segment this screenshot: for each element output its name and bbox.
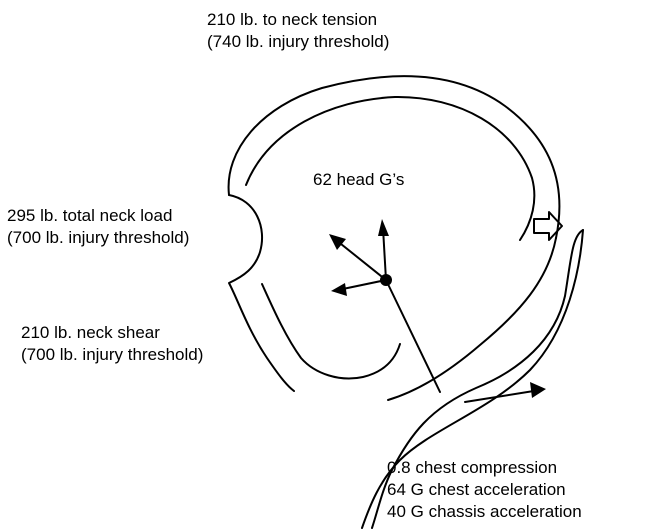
neck-tension-label: 210 lb. to neck tension (740 lb. injury … — [207, 9, 389, 53]
resultant-arrowhead — [329, 234, 346, 250]
helmet-chin-contour — [262, 284, 400, 378]
neck-shear-value: 210 lb. neck shear — [21, 322, 203, 344]
vertical-arrowhead — [378, 219, 389, 236]
chassis-arrowhead — [530, 382, 546, 398]
helmet-outer-outline — [229, 76, 560, 238]
head-gs-label: 62 head G’s — [313, 169, 404, 191]
neck-tension-value: 210 lb. to neck tension — [207, 9, 389, 31]
chassis-acceleration-value: 40 G chassis acceleration — [387, 501, 582, 523]
total-neck-load-label: 295 lb. total neck load (700 lb. injury … — [7, 205, 189, 249]
chest-data-label: 0.8 chest compression 64 G chest acceler… — [387, 457, 582, 523]
neck-shear-threshold: (700 lb. injury threshold) — [21, 344, 203, 366]
neck-joint-dot — [380, 274, 392, 286]
neck-tension-threshold: (740 lb. injury threshold) — [207, 31, 389, 53]
helmet-rear-edge — [388, 238, 556, 400]
total-neck-load-value: 295 lb. total neck load — [7, 205, 189, 227]
helmet-visor-edge — [229, 195, 294, 391]
chest-acceleration-value: 64 G chest acceleration — [387, 479, 582, 501]
neck-load-line — [386, 280, 440, 392]
resultant-arrow-line — [336, 240, 386, 280]
neck-shear-label: 210 lb. neck shear (700 lb. injury thres… — [21, 322, 203, 366]
horizontal-arrowhead — [331, 283, 347, 296]
chest-compression-value: 0.8 chest compression — [387, 457, 582, 479]
total-neck-load-threshold: (700 lb. injury threshold) — [7, 227, 189, 249]
